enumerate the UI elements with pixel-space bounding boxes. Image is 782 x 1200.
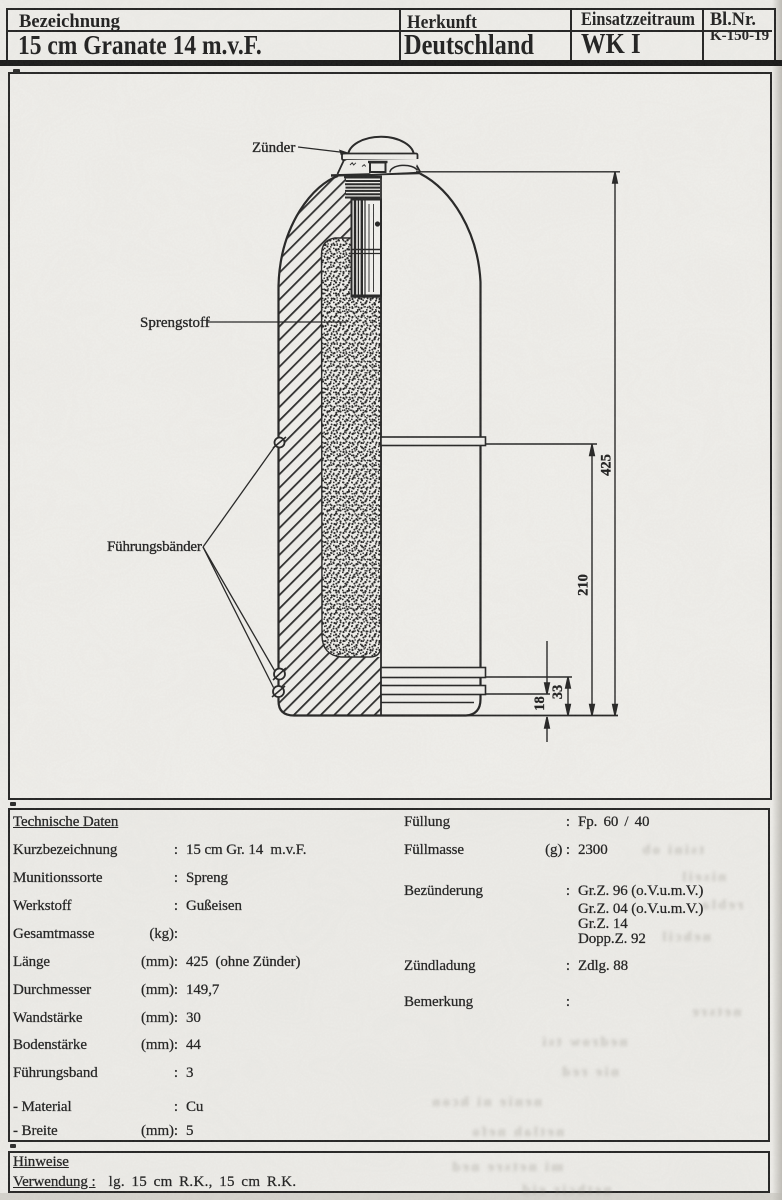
svg-text:Zünder: Zünder (252, 140, 295, 156)
svg-text:Führungsbänder: Führungsbänder (107, 539, 202, 555)
svg-text:33: 33 (550, 685, 566, 700)
svg-text:18: 18 (532, 696, 548, 711)
svg-text:210: 210 (576, 574, 592, 596)
svg-text:425: 425 (599, 454, 615, 476)
svg-text:Sprengstoff: Sprengstoff (140, 315, 210, 331)
